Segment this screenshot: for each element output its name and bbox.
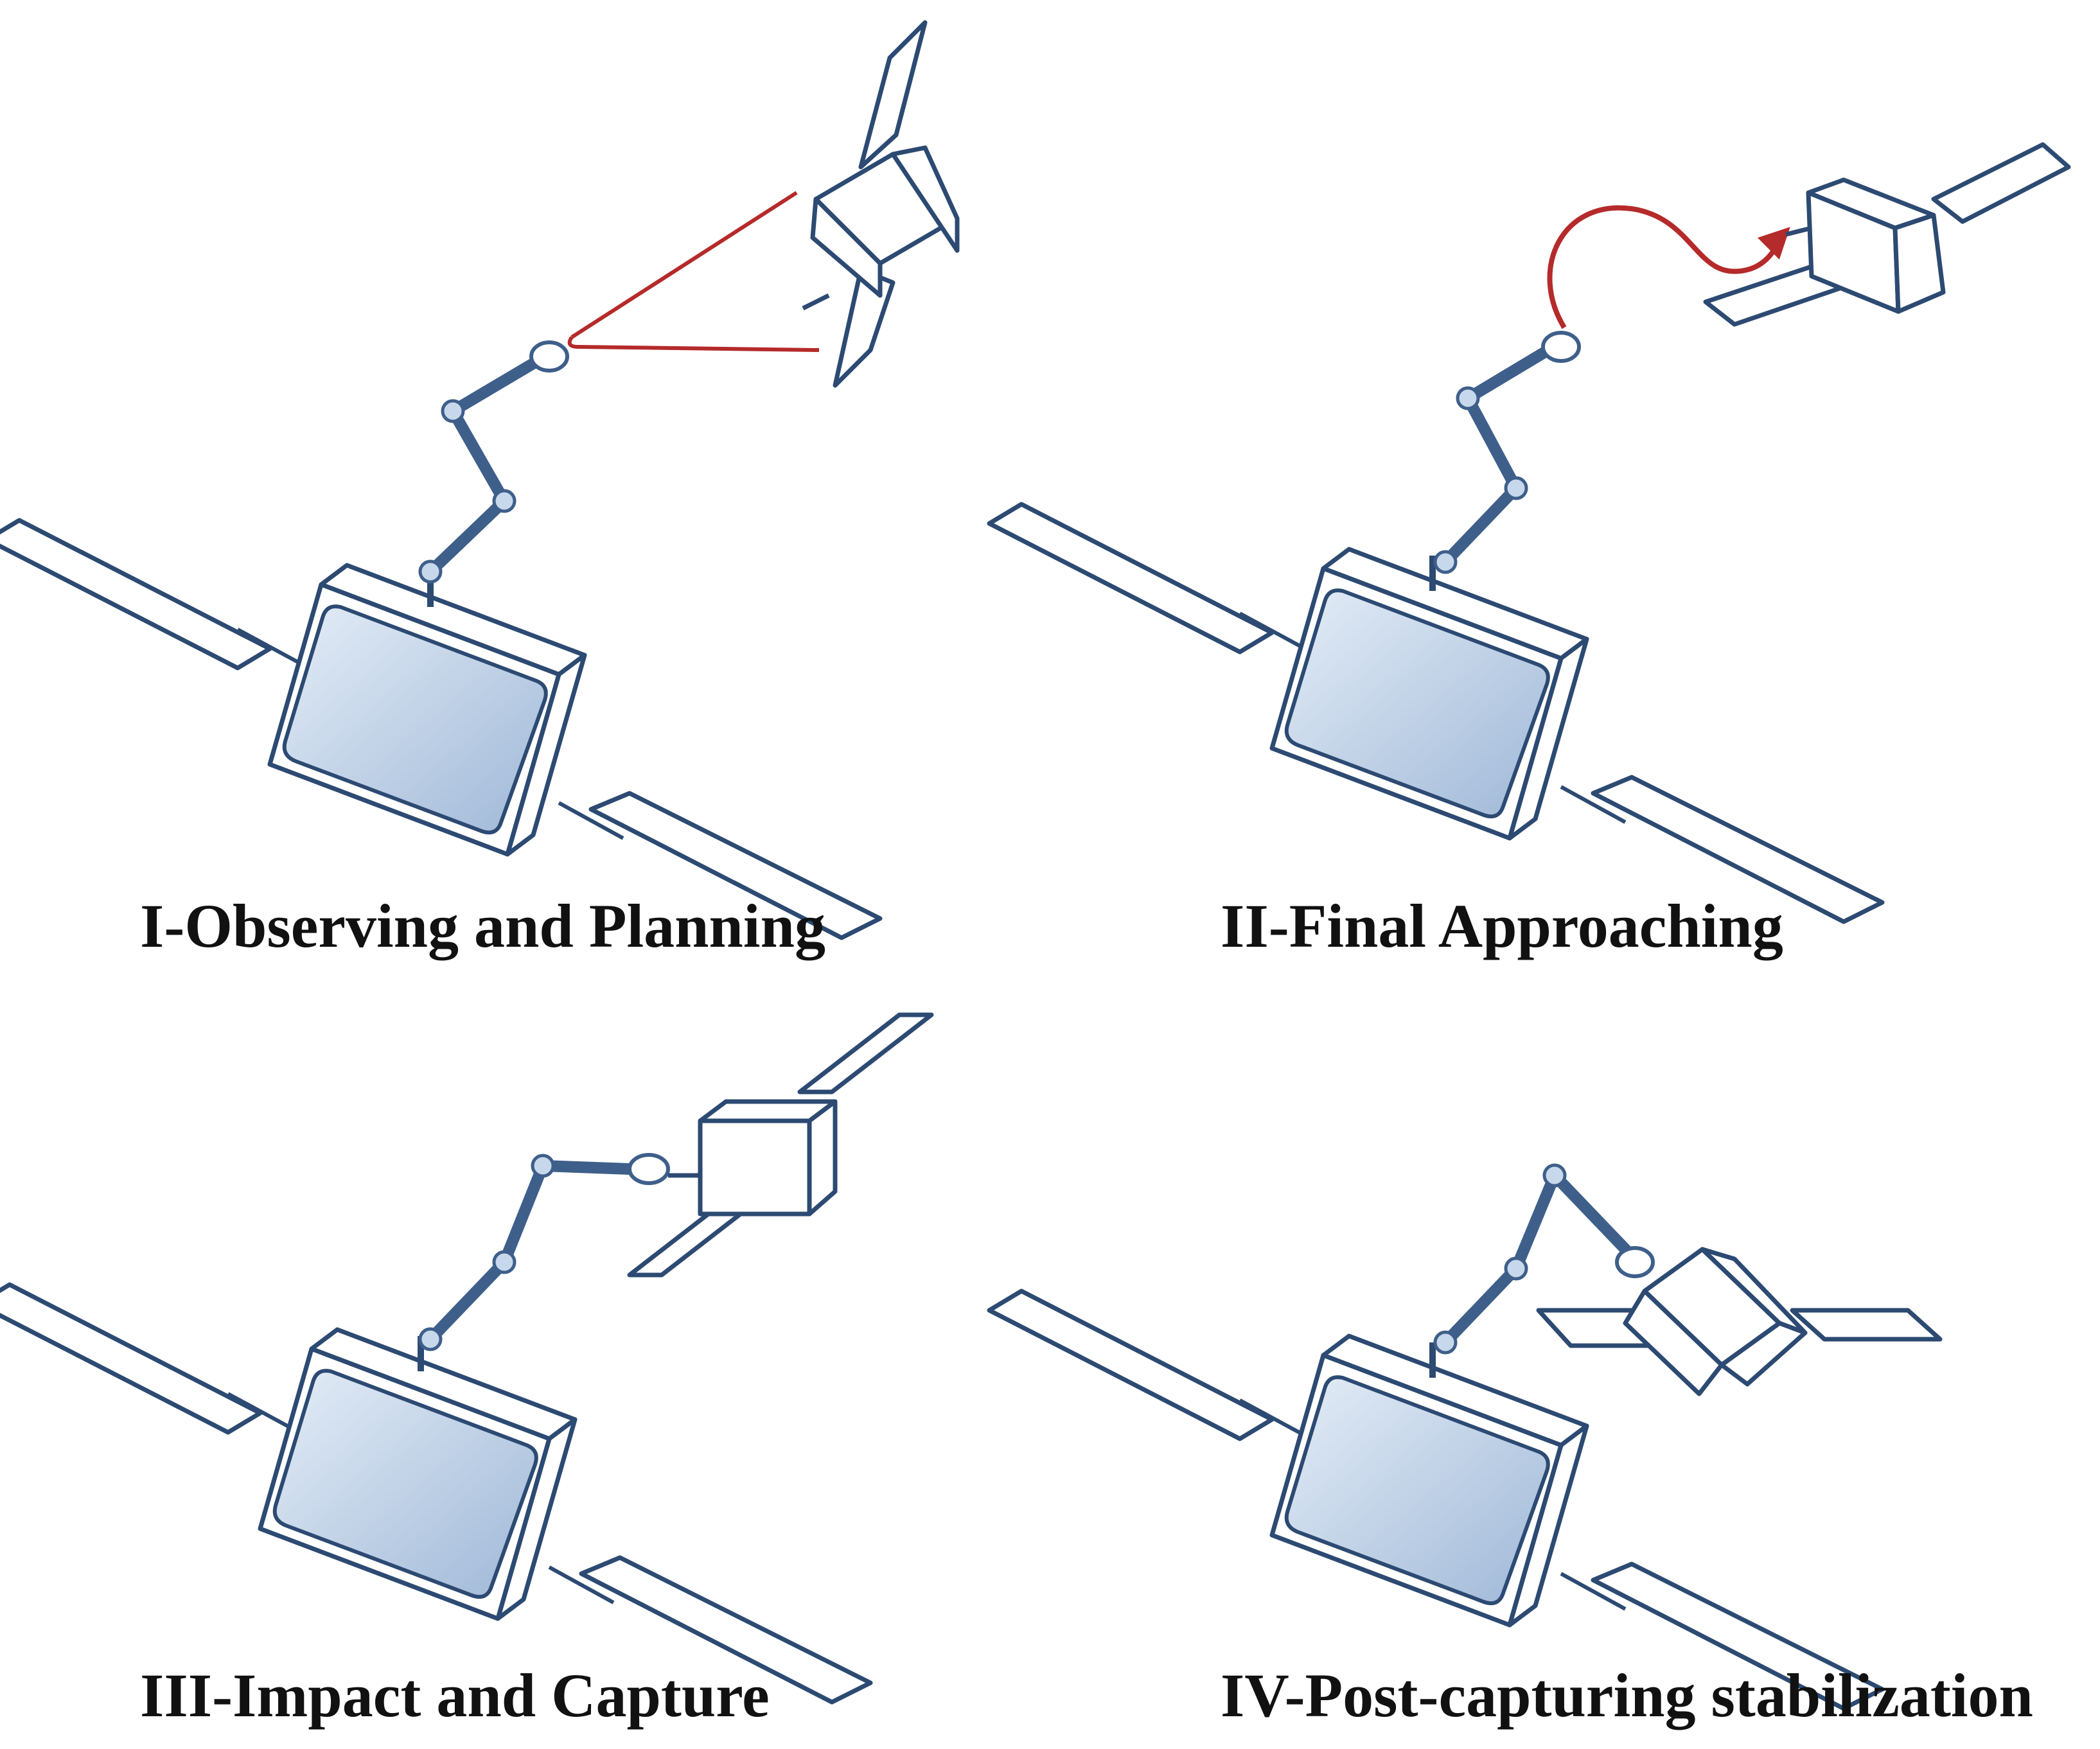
caption-final-approaching: II-Final Approaching <box>1221 892 1783 960</box>
panel-observing-planning <box>0 20 960 938</box>
sensor-field-of-view <box>567 191 820 352</box>
panel-impact-capture <box>0 1012 934 1702</box>
target-satellite-icon <box>802 20 960 388</box>
robotic-arm-icon <box>1433 1163 1655 1355</box>
target-satellite-icon <box>1703 142 2071 327</box>
robotic-arm-icon <box>1433 331 1581 574</box>
servicer-satellite-icon <box>0 520 880 938</box>
robotic-arm-icon <box>418 1153 670 1351</box>
caption-impact-capture: III-Impact and Capture <box>140 1661 770 1730</box>
caption-observing-planning: I-Observing and Planning <box>140 892 825 960</box>
panel-post-capture-stabilization <box>989 1163 1943 1709</box>
target-satellite-icon <box>1536 1247 1943 1396</box>
approach-trajectory <box>1547 205 1790 330</box>
robotic-arm-icon <box>418 340 569 584</box>
panel-final-approaching <box>989 142 2071 922</box>
target-satellite-icon <box>627 1012 934 1278</box>
caption-post-capture-stabilization: IV-Post-capturing stabilization <box>1221 1661 2033 1730</box>
